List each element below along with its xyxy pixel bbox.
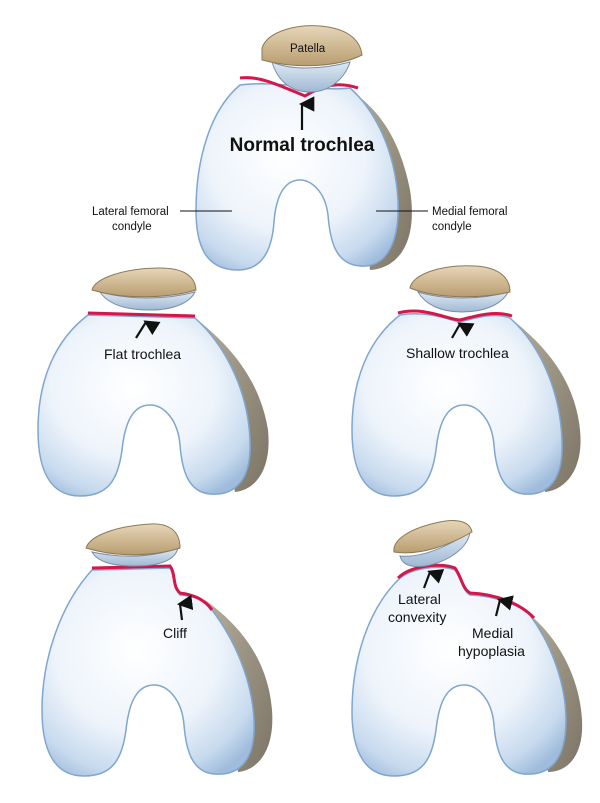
cliff-patella-body — [85, 523, 181, 556]
shallow-femur — [351, 309, 581, 497]
cliff-trochlea-line — [91, 564, 214, 611]
flat-trochlea-arrow — [135, 320, 161, 339]
medial-femoral-condyle-label-line2: condyle — [432, 221, 472, 233]
cliff-patella-under — [90, 547, 179, 567]
convexity-femur-bone — [351, 566, 567, 777]
flat-trochlea-line — [87, 311, 196, 318]
lateral-convexity-label-line2: convexity — [388, 609, 446, 625]
normal-trochlea-label: Normal trochlea — [230, 135, 375, 156]
cliff-femur — [41, 564, 273, 777]
normal-patella — [261, 25, 363, 93]
normal-trochlea-line — [239, 76, 359, 98]
cliff-label: Cliff — [163, 625, 187, 641]
medial-hypoplasia-label-line2: hypoplasia — [458, 643, 525, 659]
lateral-convexity-arrow — [422, 569, 445, 589]
flat-femur-bone — [37, 314, 251, 497]
flat-trochlea-label: Flat trochlea — [104, 346, 181, 362]
lateral-convexity-label-line1: Lateral — [398, 591, 441, 607]
normal-patella-body — [261, 25, 363, 67]
flat-femur — [37, 311, 269, 497]
shallow-patella — [409, 265, 511, 313]
shallow-femur-bone — [351, 313, 563, 497]
convexity-patella-body — [393, 519, 473, 554]
normal-femur-bone — [195, 83, 399, 271]
patella-label: Patella — [290, 43, 326, 55]
flat-patella-body — [91, 267, 197, 298]
cliff-arrow — [176, 594, 194, 621]
convexity-patella-under — [399, 531, 471, 567]
shallow-patella-under — [416, 291, 509, 313]
medial-hypoplasia-label-line1: Medial — [472, 625, 513, 641]
shallow-trochlea-arrow — [451, 322, 475, 339]
flat-patella-under — [98, 291, 196, 311]
convexity-femur — [351, 563, 583, 777]
flat-patella — [91, 267, 197, 311]
normal-femur — [195, 76, 412, 271]
lateral-femoral-condyle-label-line1: Lateral femoral — [92, 206, 169, 218]
normal-patella-under — [271, 61, 351, 93]
shallow-trochlea-label: Shallow trochlea — [406, 345, 509, 361]
shallow-trochlea-line — [397, 309, 513, 322]
lateral-femoral-condyle-label-line2: condyle — [112, 221, 152, 233]
cliff-patella — [85, 523, 181, 567]
convexity-patella — [393, 519, 473, 567]
medial-hypoplasia-arrow — [494, 595, 514, 617]
cliff-femur-bone — [41, 567, 255, 777]
shallow-patella-body — [409, 265, 511, 298]
medial-femoral-condyle-label-line1: Medial femoral — [432, 206, 507, 218]
